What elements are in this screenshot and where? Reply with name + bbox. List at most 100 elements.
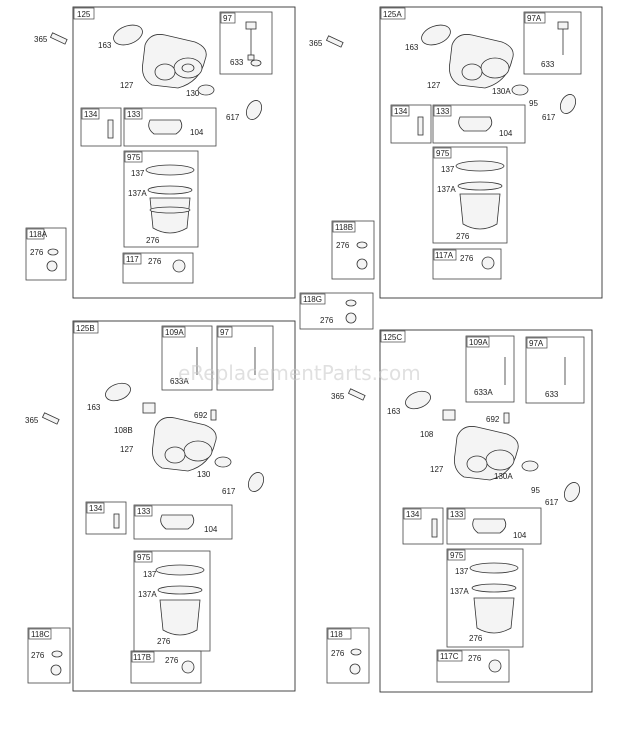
- tag-125B: 125B: [76, 324, 95, 333]
- screw-icon: [49, 32, 68, 45]
- pin-icon: [113, 513, 120, 529]
- label-163: 163: [98, 41, 112, 50]
- subkit-117C: [436, 649, 510, 683]
- label-692: 692: [194, 411, 208, 420]
- subkit-133-d: [446, 507, 542, 545]
- subkit-133-c: [133, 504, 233, 540]
- spring-icon: [210, 409, 217, 421]
- label-137A-c: 137A: [138, 590, 157, 599]
- bowl-icon: [145, 164, 195, 234]
- label-633A-b: 633A: [474, 388, 493, 397]
- gasket-icon: [521, 460, 539, 472]
- kit-box-125: [72, 6, 296, 299]
- gasket-icon: [511, 84, 529, 96]
- label-276-f: 276: [336, 241, 350, 250]
- label-276-m: 276: [331, 649, 345, 658]
- label-617-b: 617: [542, 113, 556, 122]
- label-633: 633: [230, 58, 244, 67]
- label-633A: 633A: [170, 377, 189, 386]
- subkit-109A-b: [465, 335, 515, 403]
- tag-134-b: 134: [394, 107, 408, 116]
- pin-icon: [107, 119, 114, 139]
- label-163-b: 163: [405, 43, 419, 52]
- label-276-i: 276: [165, 656, 179, 665]
- tag-134-d: 134: [406, 510, 420, 519]
- float-icon: [472, 518, 507, 534]
- tag-133-b: 133: [436, 107, 450, 116]
- label-104-d: 104: [513, 531, 527, 540]
- subkit-133-a: [123, 107, 217, 147]
- tag-118G: 118G: [303, 295, 322, 304]
- needle-part-icon: [557, 21, 569, 55]
- label-365-d: 365: [331, 392, 345, 401]
- label-163-c: 163: [87, 403, 101, 412]
- label-633-b: 633: [541, 60, 555, 69]
- label-137-b: 137: [441, 165, 455, 174]
- subkit-134-a: [80, 107, 122, 147]
- tag-118A: 118B: [335, 223, 353, 232]
- tag-117B: 117B: [133, 653, 151, 662]
- tag-125A: 125A: [383, 10, 402, 19]
- label-276-k: 276: [469, 634, 483, 643]
- tag-125: 125: [77, 10, 91, 19]
- pin-icon: [417, 116, 424, 136]
- screw-icon: [347, 388, 366, 401]
- nut-icon: [50, 664, 62, 676]
- label-130-b: 130: [197, 470, 211, 479]
- subkit-109A-a: [161, 325, 213, 391]
- label-617: 617: [226, 113, 240, 122]
- spring-icon: [503, 412, 510, 424]
- label-137-d: 137: [455, 567, 469, 576]
- washer-icon: [356, 241, 368, 249]
- label-137: 137: [131, 169, 145, 178]
- tag-975-c: 975: [137, 553, 151, 562]
- label-365-c: 365: [25, 416, 39, 425]
- label-127-b: 127: [427, 81, 441, 90]
- label-276-j: 276: [31, 651, 45, 660]
- carburetor-body-icon: [405, 390, 519, 481]
- tag-109A-b: 109A: [469, 338, 488, 347]
- tag-975-d: 975: [450, 551, 464, 560]
- label-137A: 137A: [128, 189, 147, 198]
- label-276-g: 276: [320, 316, 334, 325]
- tag-134-c: 134: [89, 504, 103, 513]
- o-ring-icon: [559, 94, 577, 114]
- label-137-c: 137: [143, 570, 157, 579]
- washer-icon: [345, 299, 357, 307]
- label-276-b: 276: [148, 257, 162, 266]
- label-127: 127: [120, 81, 134, 90]
- tag-97A-a: 97A: [527, 14, 542, 23]
- label-104: 104: [190, 128, 204, 137]
- float-icon: [160, 514, 195, 530]
- label-163-d: 163: [387, 407, 401, 416]
- label-95-b: 95: [531, 486, 540, 495]
- kit-box-125C: [379, 329, 593, 693]
- washer-icon: [47, 248, 59, 256]
- label-137A-b: 137A: [437, 185, 456, 194]
- label-276-d: 276: [456, 232, 470, 241]
- label-276-c: 276: [30, 248, 44, 257]
- nut-icon: [356, 258, 368, 270]
- tag-134-a: 134: [84, 110, 98, 119]
- tag-97-b: 97: [220, 328, 229, 337]
- subkit-133-b: [432, 104, 526, 144]
- subkit-118C: [326, 627, 370, 684]
- washer-icon: [250, 59, 262, 67]
- label-365: 365: [34, 35, 48, 44]
- label-692-b: 692: [486, 415, 500, 424]
- needle-part-icon: [245, 21, 257, 61]
- bracket-icon: [142, 402, 156, 414]
- nut-icon: [481, 256, 495, 270]
- subkit-975-a: [123, 150, 199, 248]
- nut-icon: [172, 259, 186, 273]
- tag-975-b: 975: [436, 149, 450, 158]
- label-104-b: 104: [499, 129, 513, 138]
- label-127-c: 127: [120, 445, 134, 454]
- subkit-118G: [299, 292, 374, 330]
- subkit-975-b: [432, 146, 508, 244]
- tag-975-a: 975: [127, 153, 141, 162]
- gasket-icon: [197, 84, 215, 96]
- tag-97-a: 97: [223, 14, 232, 23]
- pin-icon: [431, 518, 438, 538]
